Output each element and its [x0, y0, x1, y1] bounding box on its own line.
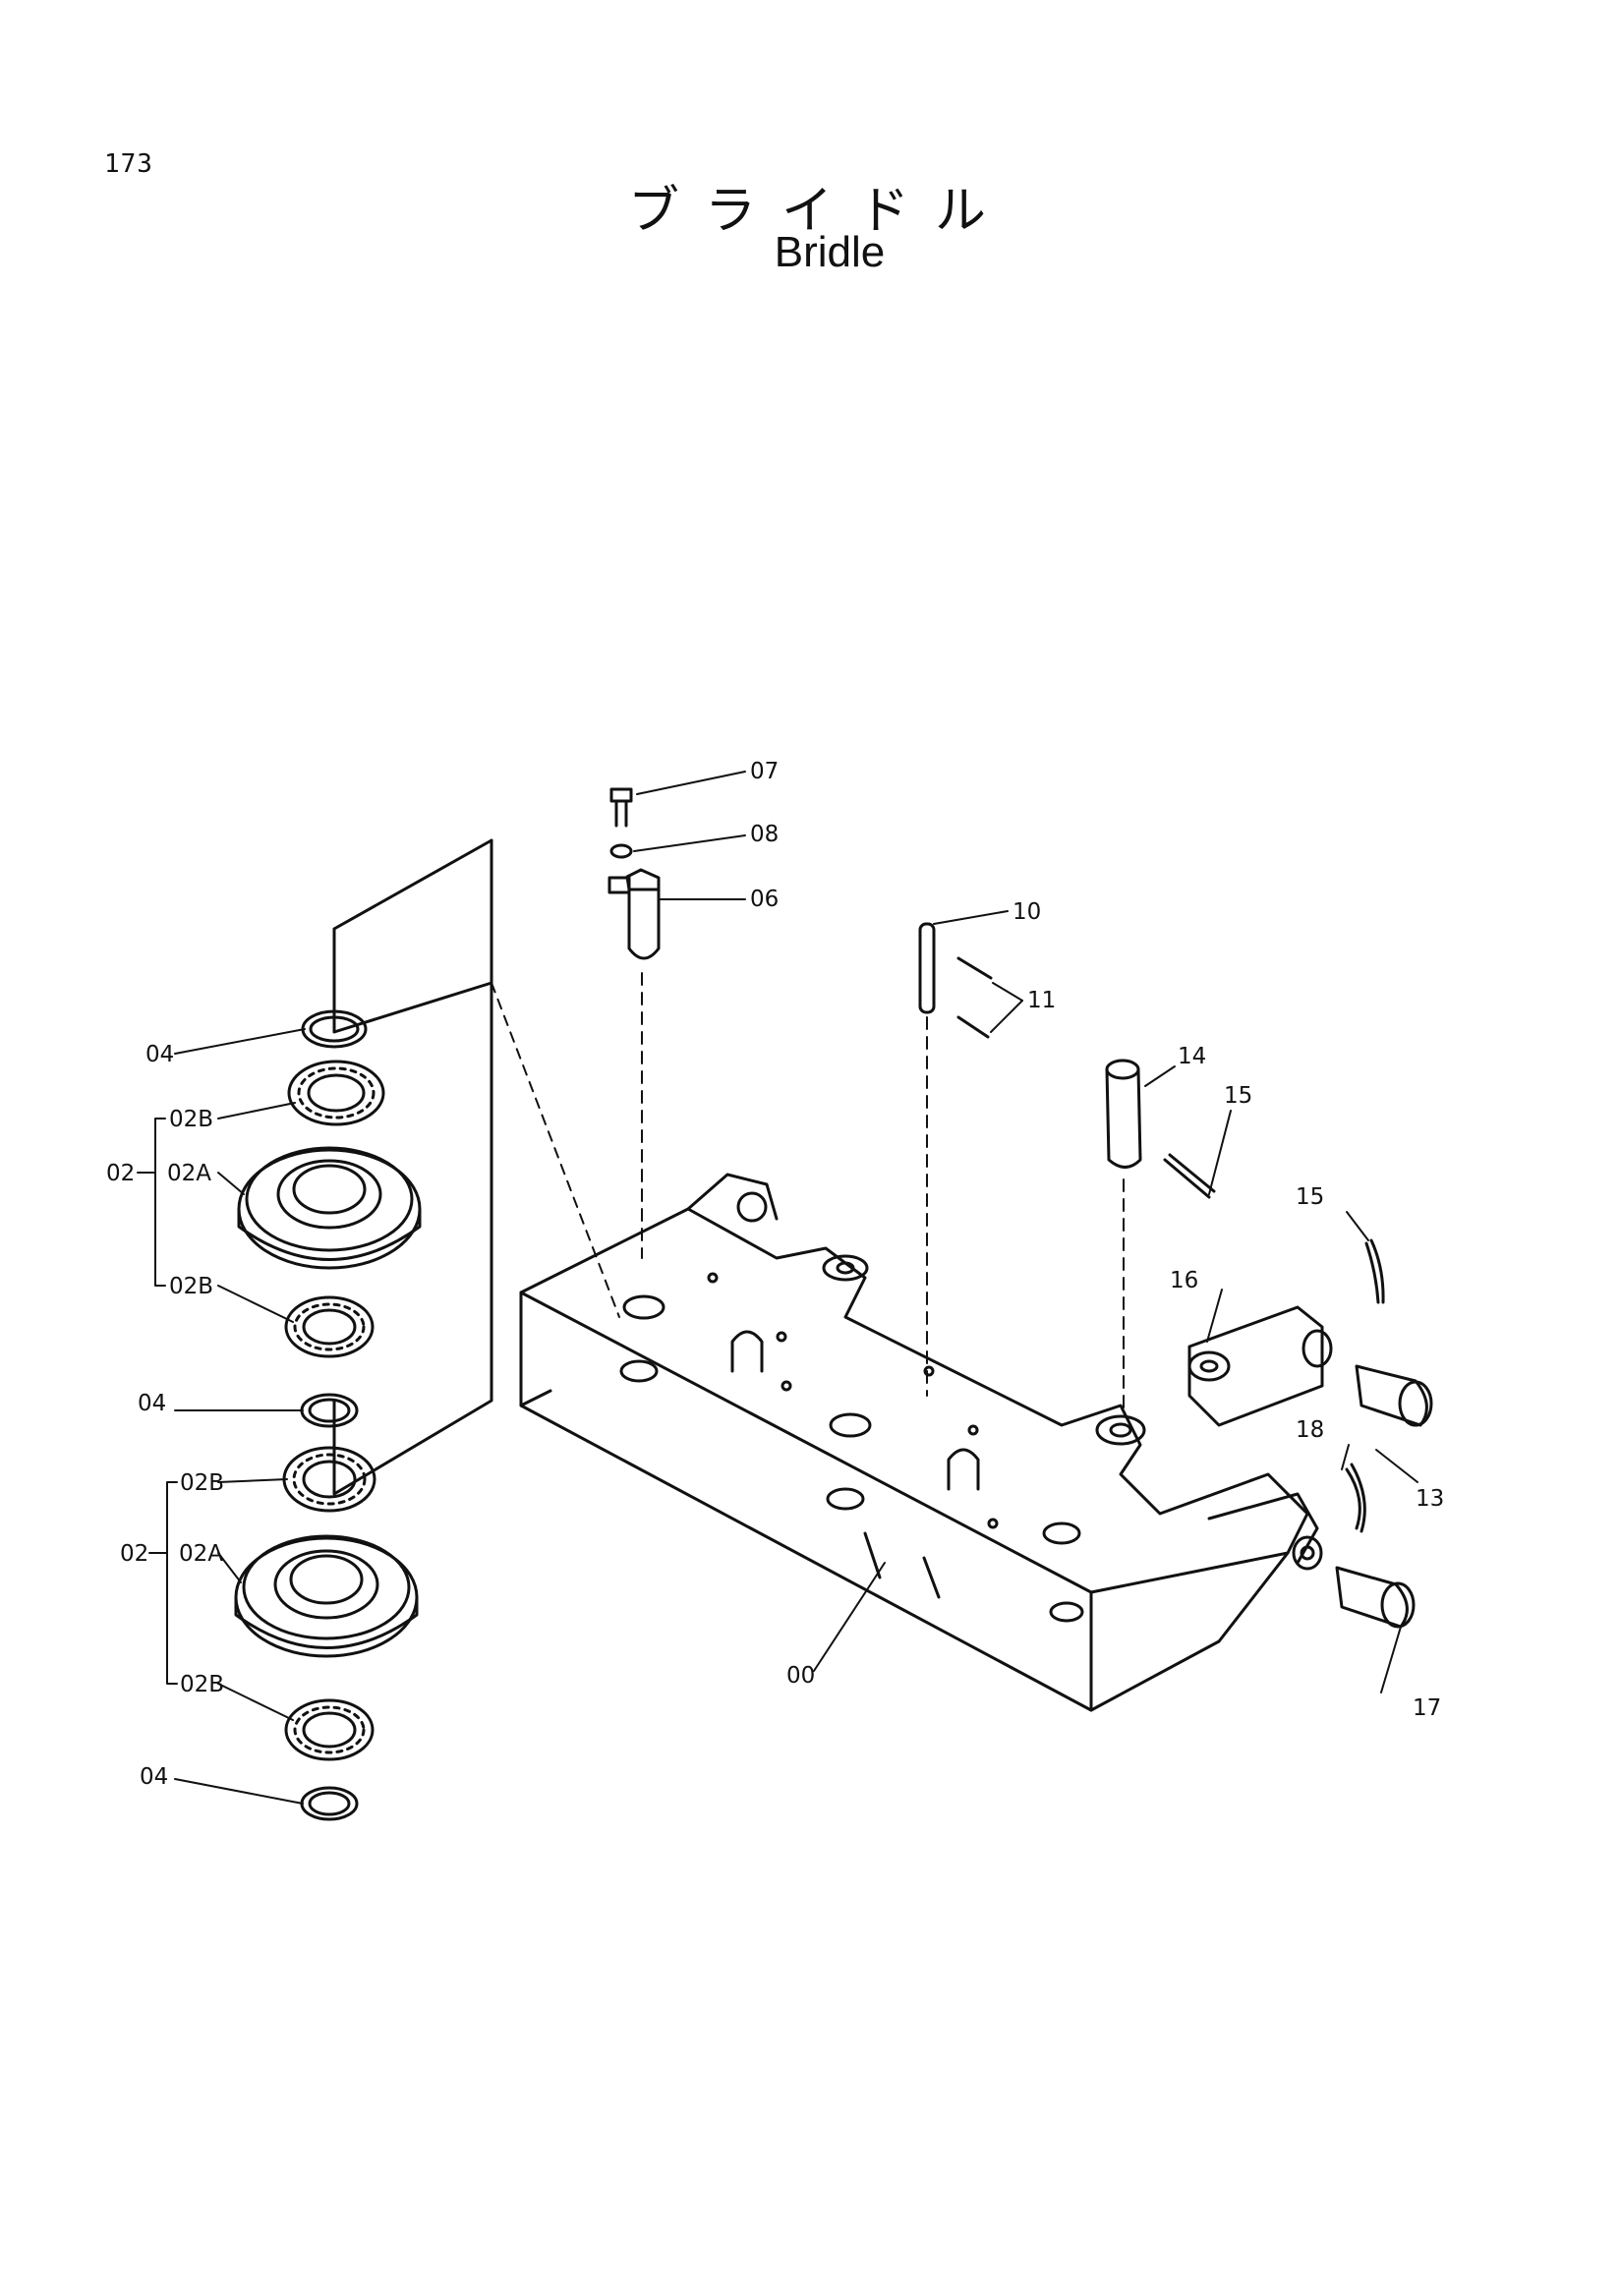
cotter-15-a	[1163, 1153, 1216, 1199]
label-06: 06	[750, 887, 779, 912]
retainer-06	[608, 868, 661, 960]
page-number: 173	[104, 149, 153, 179]
label-15-b: 15	[1296, 1184, 1324, 1210]
label-02B-top-b: 02B	[169, 1274, 213, 1299]
label-10: 10	[1012, 899, 1041, 925]
label-02-top: 02	[106, 1161, 135, 1186]
screws-11	[956, 956, 993, 1039]
bearing-02B-4	[284, 1698, 375, 1761]
bridle-frame	[519, 1173, 1323, 1712]
label-04-c: 04	[140, 1764, 168, 1790]
label-15-a: 15	[1224, 1083, 1252, 1109]
clevis-16	[1187, 1305, 1333, 1427]
label-18: 18	[1296, 1417, 1324, 1443]
bearing-02B-2	[284, 1295, 375, 1358]
assembly-bracket	[332, 838, 620, 1496]
label-02B-top-a: 02B	[169, 1107, 213, 1132]
washer-04-middle	[300, 1393, 359, 1428]
pin-14	[1105, 1059, 1142, 1169]
label-16: 16	[1170, 1268, 1198, 1293]
label-02A-bot: 02A	[179, 1541, 223, 1567]
label-02A-top: 02A	[167, 1161, 211, 1186]
part-labels: 07 08 06 10 11 14 15 15 16 18 13 17 00 0…	[106, 759, 1444, 1790]
pin-17	[1335, 1566, 1416, 1629]
label-17: 17	[1413, 1695, 1441, 1721]
bearing-02B-1	[287, 1060, 385, 1126]
label-04-a: 04	[145, 1042, 174, 1067]
label-04-b: 04	[138, 1391, 166, 1416]
leader-lines	[137, 771, 1418, 1805]
label-14: 14	[1178, 1044, 1206, 1069]
pin-10	[918, 922, 936, 1014]
label-02B-bot-a: 02B	[180, 1470, 224, 1496]
bolt-07	[609, 787, 633, 828]
washer-04-bottom	[300, 1786, 359, 1821]
label-02-bot: 02	[120, 1541, 148, 1567]
title-japanese: ブライドル	[627, 182, 1012, 241]
label-00: 00	[786, 1663, 815, 1689]
label-13: 13	[1416, 1486, 1444, 1512]
sheave-02A-1	[237, 1146, 422, 1270]
sheave-02A-2	[234, 1534, 419, 1658]
label-08: 08	[750, 822, 779, 847]
label-02B-bot-b: 02B	[180, 1672, 224, 1697]
clip-18	[1345, 1463, 1366, 1533]
title-english: Bridle	[774, 228, 886, 276]
cotter-15-b	[1364, 1238, 1385, 1304]
washer-08	[609, 843, 633, 859]
pin-13	[1355, 1364, 1433, 1427]
label-07: 07	[750, 759, 779, 784]
label-11: 11	[1027, 988, 1056, 1013]
